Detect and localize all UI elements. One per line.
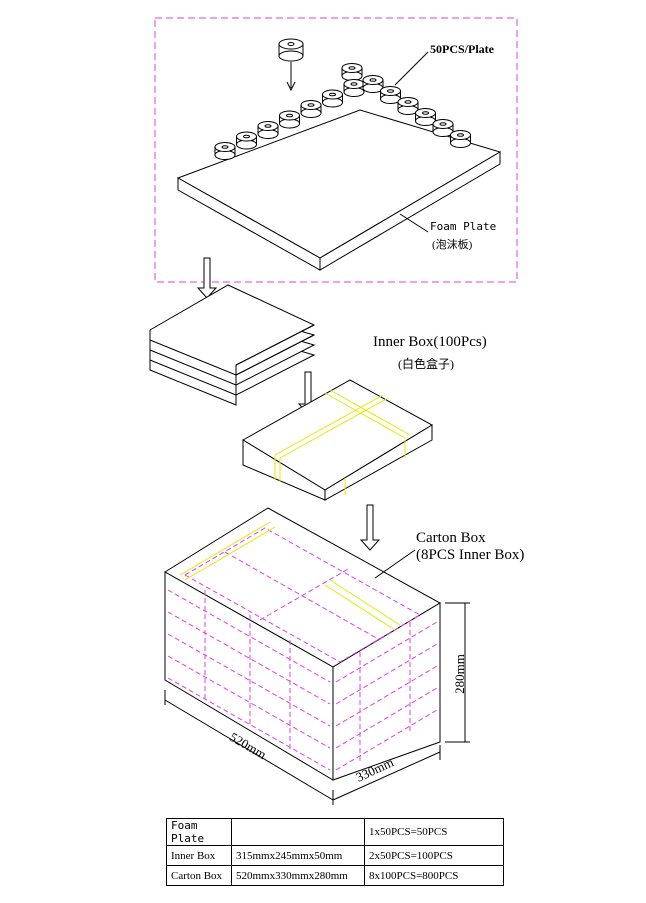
foam-plate-label: Foam Plate (430, 220, 497, 233)
foam-plate-cn-label: (泡沫板) (432, 239, 473, 251)
part-disc (341, 63, 363, 81)
part-above-plate (278, 38, 304, 92)
part-disc (362, 75, 384, 93)
row-size: 520mmx330mmx280mm (231, 865, 365, 886)
part-disc (343, 79, 365, 97)
parts-on-plate (214, 63, 471, 160)
inner-box-edge (167, 655, 331, 749)
foam-plate-group-outline (154, 17, 518, 283)
part-disc (380, 86, 401, 104)
part-disc (450, 130, 471, 148)
carton-box (164, 507, 442, 781)
inner-box-edge (167, 589, 331, 683)
inner-box-cn-label: (白色盒子) (398, 357, 454, 371)
part-disc (300, 100, 322, 118)
inner-box-edge (335, 687, 438, 749)
row-qty: 8x100PCS=800PCS (364, 865, 504, 886)
carton-box-label: Carton Box (416, 530, 486, 546)
inner-box-edge (167, 611, 331, 705)
leader-per-plate (394, 51, 429, 86)
part-disc (397, 97, 419, 115)
part-disc (415, 108, 436, 126)
leader-foam-plate (399, 213, 429, 233)
inner-box-edge (335, 621, 438, 683)
plate-stack (149, 284, 316, 406)
inner-box-edge (167, 677, 331, 771)
part-disc (322, 89, 343, 108)
part-disc (214, 142, 236, 160)
inner-box-tape (274, 389, 411, 495)
row-qty: 1x50PCS=50PCS (364, 818, 504, 846)
part-disc (257, 121, 279, 139)
inner-box-edge (335, 665, 438, 727)
inner-box-label: Inner Box(100Pcs) (373, 334, 487, 350)
inner-box-edge (167, 633, 331, 727)
row-name: Inner Box (166, 845, 232, 866)
inner-box-edge (259, 567, 351, 621)
foam-plate (176, 109, 502, 271)
part-disc (236, 131, 257, 150)
part-disc (279, 110, 300, 129)
table-row: Foam Plate 1x50PCS=50PCS (166, 818, 504, 846)
inner-box (242, 379, 433, 501)
row-size (231, 818, 365, 846)
row-name: Foam Plate (166, 818, 232, 846)
carton-box-sub-label: (8PCS Inner Box) (416, 547, 525, 563)
row-qty: 2x50PCS=100PCS (364, 845, 504, 866)
inner-box-edge (335, 709, 438, 771)
carton-inner-boxes (167, 527, 438, 771)
dimension-lines (164, 549, 470, 805)
part-disc (432, 119, 454, 137)
height-dimension: 280mm (451, 654, 467, 694)
inner-box-edge (335, 643, 438, 705)
row-size: 315mmx245mmx50mm (231, 845, 365, 866)
per-plate-label: 50PCS/Plate (430, 42, 494, 56)
carton-tape (179, 521, 401, 631)
row-name: Carton Box (166, 865, 232, 886)
